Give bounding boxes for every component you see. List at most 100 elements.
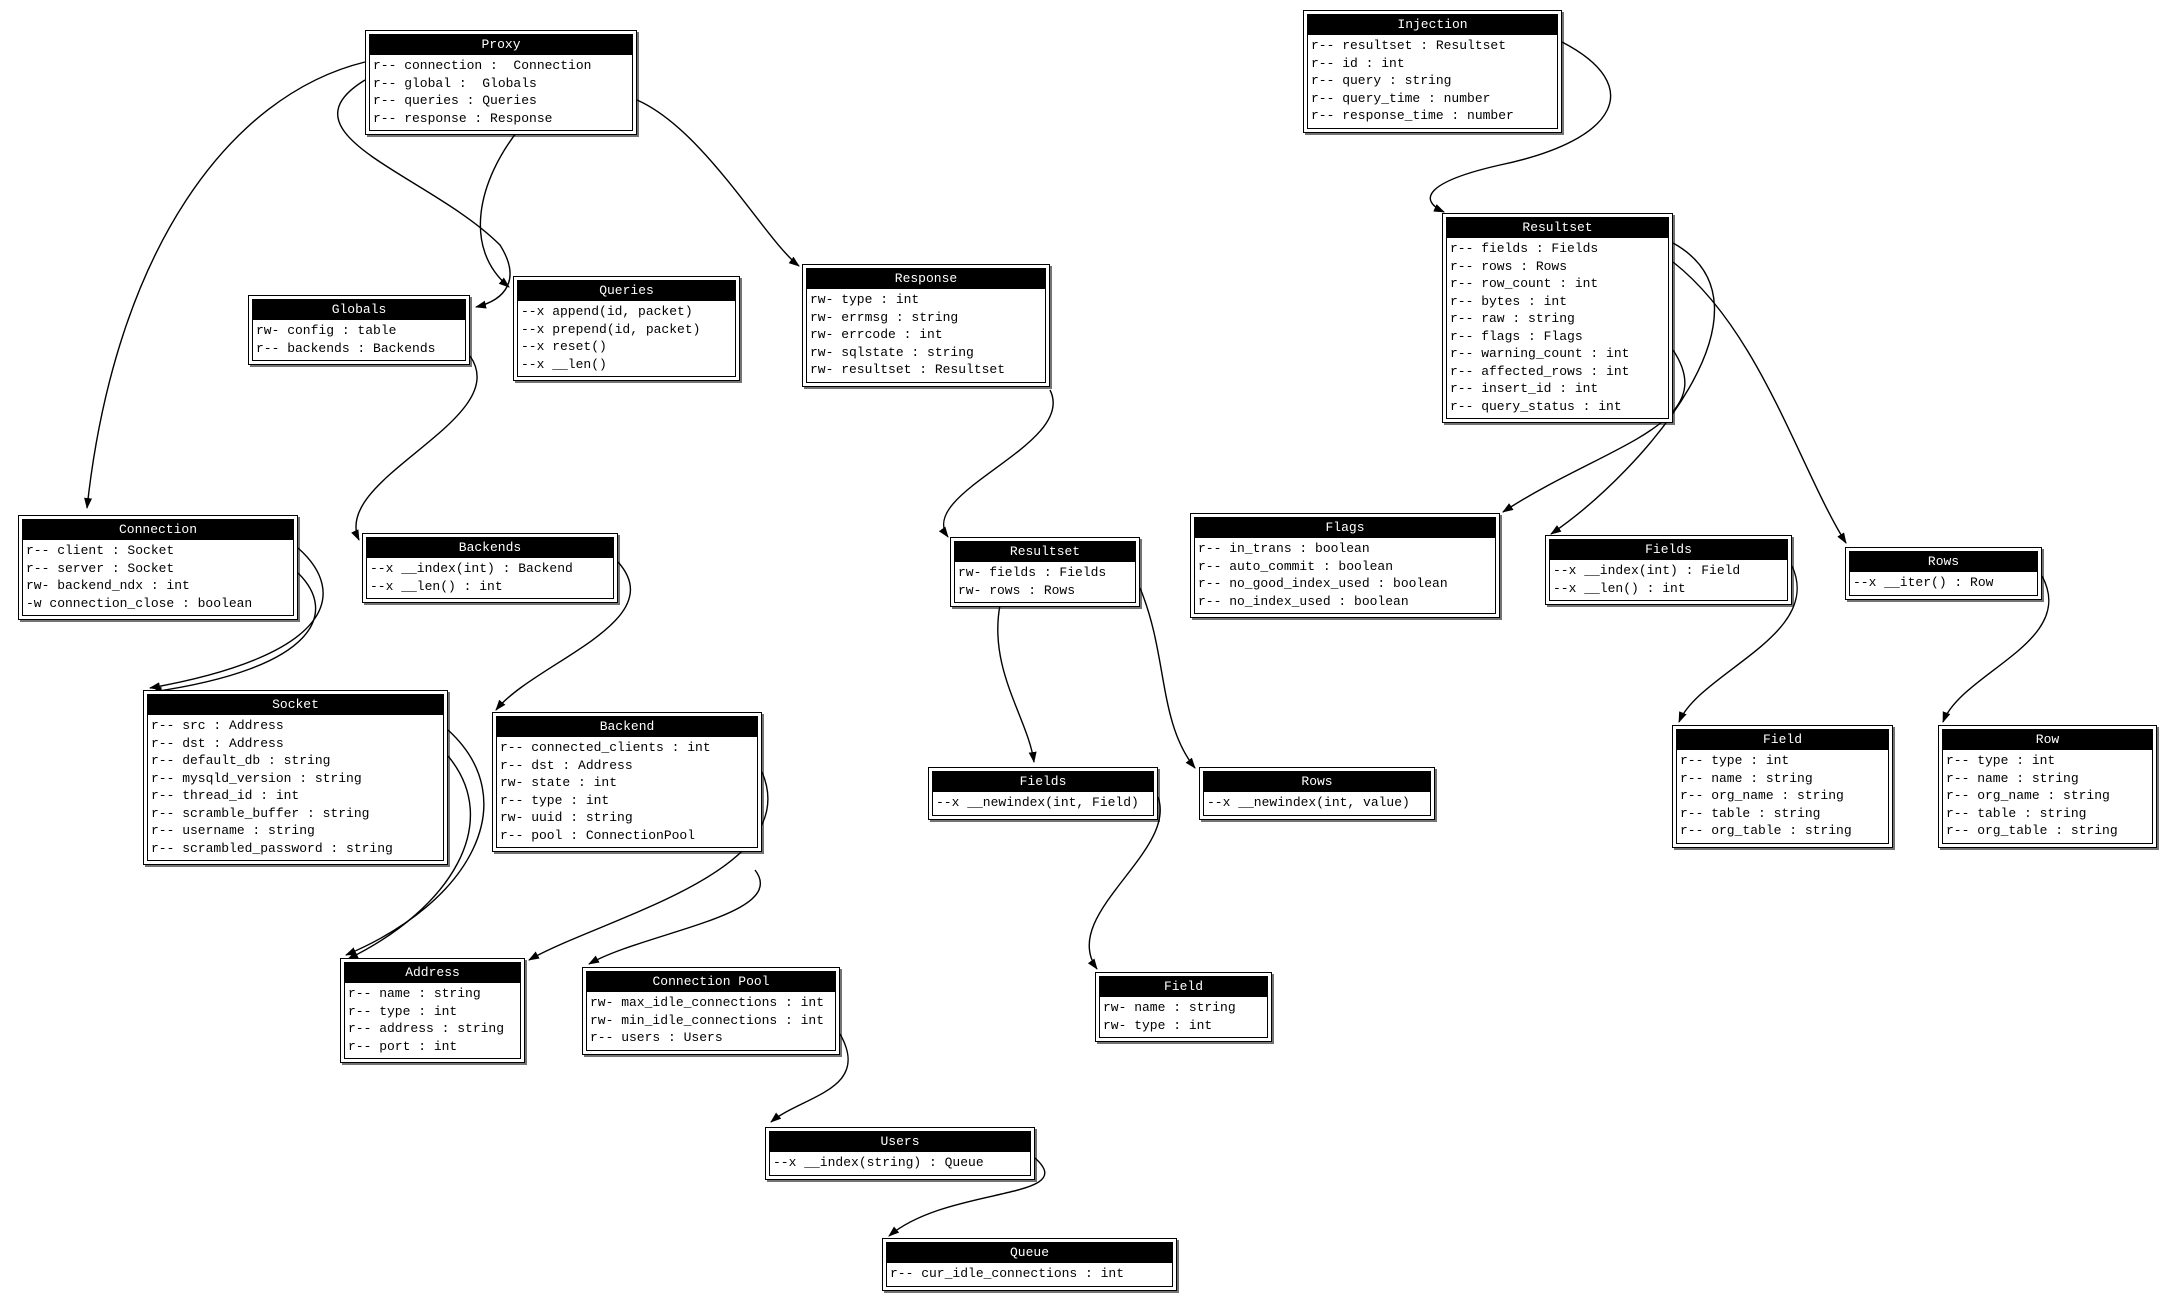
class-member: rw- errcode : int: [810, 327, 943, 342]
class-frame: Field r-- type : int r-- name : string r--…: [1676, 729, 1889, 844]
class-member-list: --x __iter() : Row: [1850, 572, 2037, 595]
class-frame: Fields --x __newindex(int, Field): [932, 771, 1154, 816]
edge-connection-socket-server: [151, 572, 317, 695]
class-member: r-- name : string: [1680, 770, 1813, 786]
class-member: r-- id : int: [1311, 55, 1405, 71]
class-member: r-- table : string: [1680, 805, 1821, 821]
class-member-list: --x __index(int) : Field--x __len() : in…: [1550, 560, 1787, 600]
class-member: r-- fields : Fields: [1450, 241, 1599, 256]
class-frame: Users --x __index(string) : Queue: [769, 1131, 1031, 1176]
class-member: r-- default_db : string: [151, 753, 331, 768]
class-member: r-- users : Users: [590, 1030, 723, 1045]
class-member: r-- flags : Flags: [1450, 328, 1583, 344]
class-member: rw- state : int: [500, 775, 618, 790]
class-title: Field: [1100, 977, 1267, 997]
class-member: --x __index(int) : Field: [1553, 563, 1741, 578]
class-title: Flags: [1195, 518, 1495, 538]
edge-socket-address-dst: [347, 755, 472, 960]
class-box-queue: Queue r-- cur_idle_connections : int: [882, 1238, 1177, 1291]
edge-connection-socket-client: [149, 547, 324, 691]
class-title: Users: [770, 1132, 1030, 1152]
class-member: r-- dst : Address: [151, 735, 284, 751]
class-title: Rows: [1204, 772, 1430, 792]
class-member: r-- query_status : int: [1450, 398, 1622, 414]
class-frame: Queue r-- cur_idle_connections : int: [886, 1242, 1173, 1287]
class-member: -w connection_close : boolean: [26, 595, 253, 611]
edge-response-resultset_lite-resultset: [938, 389, 1054, 538]
class-member: r-- org_name : string: [1680, 788, 1844, 803]
edge-proxy-connection-connection: [84, 61, 366, 509]
class-title: Proxy: [370, 35, 632, 55]
class-title: Response: [807, 269, 1045, 289]
class-member: r-- warning_count : int: [1450, 346, 1630, 361]
edge-socket-address-src: [345, 729, 485, 956]
class-title: Row: [1943, 730, 2152, 750]
class-member: rw- sqlstate : string: [810, 344, 974, 360]
edge-backend-address-dst: [528, 771, 769, 961]
class-member: r-- queries : Queries: [373, 93, 537, 108]
class-member: r-- src : Address: [151, 718, 284, 733]
class-frame: Rows --x __iter() : Row: [1849, 551, 2038, 596]
class-box-fields_full: Fields --x __index(int) : Field--x __len…: [1545, 535, 1792, 605]
class-member-list: --x __newindex(int, Field): [933, 792, 1153, 815]
edge-globals-backends-backends: [351, 355, 478, 541]
class-member: r-- connected_clients : int: [500, 740, 711, 755]
class-member: --x append(id, packet): [521, 304, 693, 319]
class-member-list: r-- src : Address r-- dst : Address r-- de…: [148, 715, 443, 860]
class-member: rw- max_idle_connections : int: [590, 995, 825, 1010]
edge-injection-resultset_full-resultset: [1429, 41, 1612, 213]
class-member: r-- connection : Connection: [373, 58, 592, 73]
class-box-connection_pool: Connection Pool rw- max_idle_connections…: [582, 967, 840, 1055]
class-member: r-- type : int: [1680, 753, 1790, 768]
class-title: Resultset: [1447, 218, 1668, 238]
class-frame: Queries --x append(id, packet)--x prepen…: [517, 280, 736, 377]
class-member: r-- query : string: [1311, 73, 1452, 88]
class-member: r-- type : int: [500, 792, 610, 808]
class-member: r-- type : int: [348, 1003, 458, 1019]
class-member: --x reset(): [521, 339, 607, 354]
class-member: r-- dst : Address: [500, 757, 633, 773]
class-member: r-- backends : Backends: [256, 340, 436, 356]
class-member: r-- scrambled_password : string: [151, 840, 393, 856]
edge-resultset_lite-rows_new-rows: [1139, 587, 1196, 769]
edge-proxy-queries-queries: [479, 127, 521, 288]
class-title: Rows: [1850, 552, 2037, 572]
edge-fields_full-field_full-__index: [1678, 565, 1798, 723]
class-member: r-- server : Socket: [26, 560, 175, 576]
class-member-list: r-- connected_clients : int r-- dst : Add…: [497, 737, 757, 847]
class-title: Field: [1677, 730, 1888, 750]
edge-proxy-globals-global: [337, 79, 511, 309]
class-member: r-- response : Response: [373, 110, 553, 126]
class-member-list: r-- cur_idle_connections : int: [887, 1263, 1172, 1286]
class-frame: Rows --x __newindex(int, value): [1203, 771, 1431, 816]
class-member-list: rw- config : table r-- backends : Backend…: [253, 320, 465, 360]
class-box-field_full: Field r-- type : int r-- name : string r--…: [1672, 725, 1893, 848]
class-member: r-- in_trans : boolean: [1198, 541, 1370, 556]
class-member: rw- errmsg : string: [810, 309, 959, 325]
class-member: r-- pool : ConnectionPool: [500, 827, 696, 843]
class-member: r-- name : string: [1946, 770, 2079, 786]
class-member: rw- config : table: [256, 323, 397, 338]
class-box-fields_new: Fields --x __newindex(int, Field): [928, 767, 1158, 820]
